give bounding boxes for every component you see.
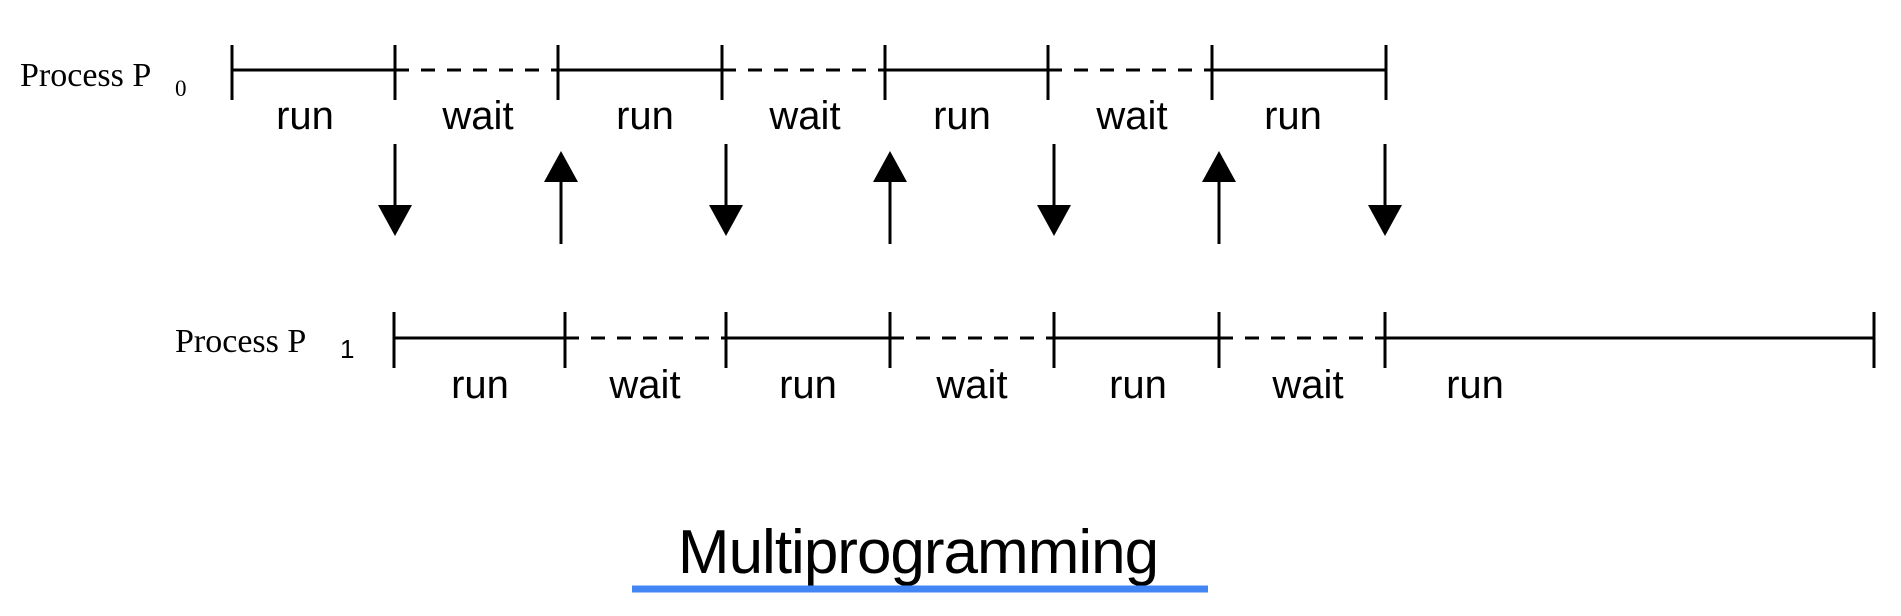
- p0-segment-label-run-4: run: [1264, 94, 1322, 138]
- transition-arrow-down-1: [378, 144, 412, 236]
- p0-segment-label-run-2: run: [616, 94, 674, 138]
- process-p0-label-subscript: 0: [175, 76, 187, 101]
- transition-arrow-up-2: [873, 151, 907, 244]
- process-p1-label: Process P 1: [175, 323, 354, 364]
- p0-segment-label-wait-2: wait: [768, 94, 840, 138]
- process-p0-timeline: run wait run wait run wait run: [230, 45, 1388, 138]
- transition-arrow-down-2: [709, 144, 743, 236]
- process-p1-label-prefix: Process P: [175, 323, 306, 360]
- p0-segment-label-run-3: run: [933, 94, 991, 138]
- diagram-title: Multiprogramming: [678, 518, 1158, 587]
- p1-segment-label-wait-3: wait: [1271, 363, 1343, 407]
- p1-segment-label-wait-1: wait: [608, 363, 680, 407]
- transition-arrow-down-4: [1368, 144, 1402, 236]
- arrow-head-up-icon: [1202, 151, 1236, 182]
- p1-segment-label-run-4: run: [1446, 363, 1504, 407]
- arrow-head-down-icon: [709, 205, 743, 236]
- process-p0-label: Process P 0: [20, 57, 187, 101]
- arrow-head-up-icon: [544, 151, 578, 182]
- p1-segment-label-wait-2: wait: [935, 363, 1007, 407]
- p1-segment-label-run-1: run: [451, 363, 509, 407]
- p1-segment-label-run-2: run: [779, 363, 837, 407]
- arrow-head-down-icon: [1368, 205, 1402, 236]
- arrow-head-up-icon: [873, 151, 907, 182]
- transition-arrow-up-3: [1202, 151, 1236, 244]
- p0-segment-label-wait-1: wait: [441, 94, 513, 138]
- process-p1-timeline: run wait run wait run wait run: [392, 312, 1876, 407]
- diagram-title-group: Multiprogramming: [632, 518, 1208, 593]
- p0-segment-label-wait-3: wait: [1095, 94, 1167, 138]
- transition-arrows: [378, 144, 1402, 244]
- transition-arrow-down-3: [1037, 144, 1071, 236]
- p1-segment-label-run-3: run: [1109, 363, 1167, 407]
- arrow-head-down-icon: [1037, 205, 1071, 236]
- p0-segment-label-run-1: run: [276, 94, 334, 138]
- transition-arrow-up-1: [544, 151, 578, 244]
- process-p0-label-prefix: Process P: [20, 57, 151, 94]
- arrow-head-down-icon: [378, 205, 412, 236]
- process-p1-label-subscript: 1: [340, 334, 354, 364]
